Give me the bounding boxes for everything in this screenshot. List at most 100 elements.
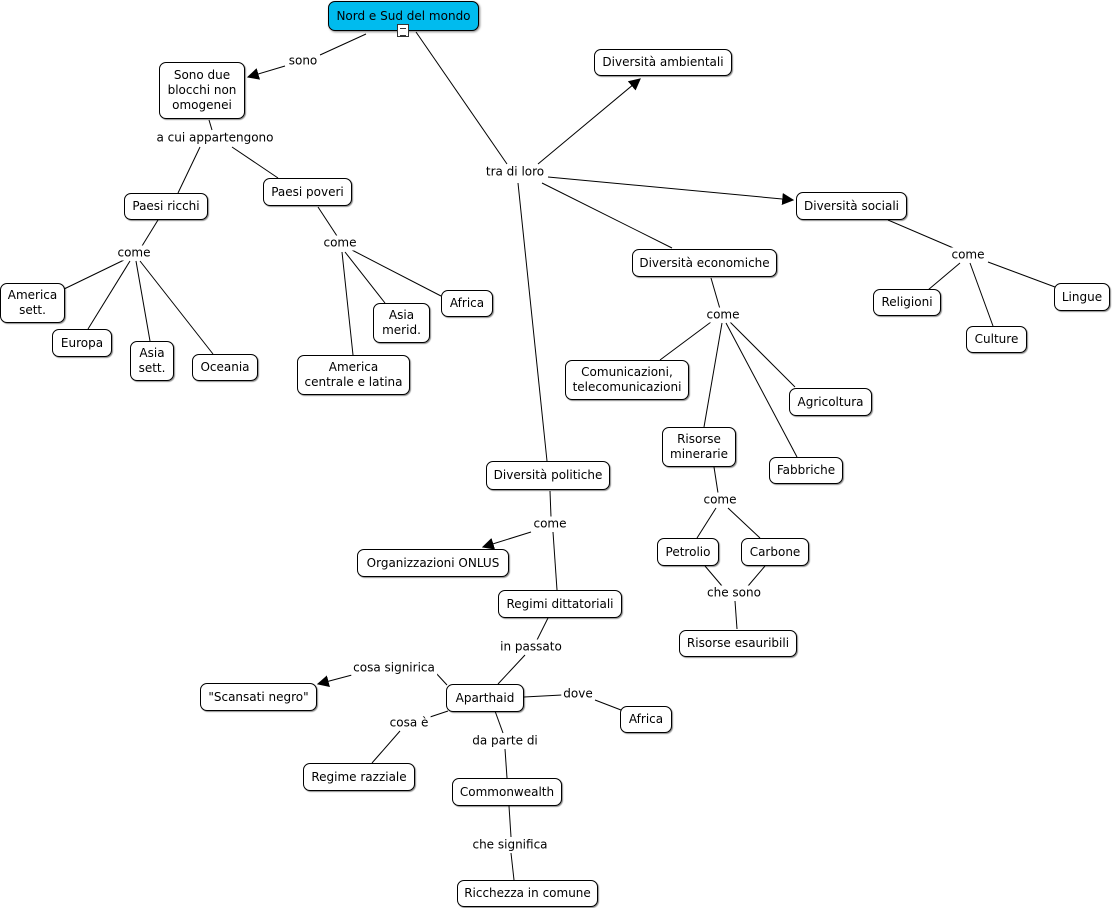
- link-chesignifica-ricchezza: [510, 852, 515, 881]
- link-chesono-esauribili: [734, 600, 738, 630]
- link-label-come-risorse: come: [701, 492, 739, 508]
- link-petrolio-chesono: [704, 565, 723, 587]
- link-label-cosa-e: cosa è: [387, 715, 431, 731]
- link-root-tradiloro: [415, 31, 508, 165]
- link-regimi-inpassato: [536, 617, 549, 641]
- link-blocchi-appartengono: [208, 119, 213, 131]
- link-aparthaid-dove: [523, 694, 563, 698]
- link-ricchi-come: [141, 219, 159, 247]
- link-come-africa1: [349, 248, 442, 297]
- link-appartengono-poveri: [231, 146, 279, 179]
- link-come-asiamerid: [344, 251, 386, 304]
- link-tradiloro-eco: [541, 182, 673, 249]
- node-america-centrale[interactable]: America centrale e latina: [297, 355, 410, 395]
- link-come-asiasett: [135, 260, 151, 342]
- node-petrolio[interactable]: Petrolio: [657, 538, 719, 566]
- node-aparthaid[interactable]: Aparthaid: [446, 684, 524, 712]
- link-come-risorse: [703, 322, 723, 428]
- link-tradiloro-pol: [517, 182, 548, 462]
- link-label-che-sono: che sono: [705, 585, 763, 601]
- node-paesi-poveri[interactable]: Paesi poveri: [263, 178, 352, 206]
- link-come-agricoltura: [729, 321, 796, 388]
- node-africa-1[interactable]: Africa: [441, 290, 493, 317]
- node-fabbriche[interactable]: Fabbriche: [769, 457, 843, 484]
- link-poveri-come: [317, 206, 338, 237]
- link-pol-come: [549, 490, 552, 518]
- link-come-fabbriche: [725, 322, 798, 458]
- link-cosae-razziale: [371, 730, 401, 764]
- link-label-da-parte-di: da parte di: [470, 733, 540, 749]
- node-diversita-politiche[interactable]: Diversità politiche: [486, 461, 610, 490]
- node-religioni[interactable]: Religioni: [873, 289, 941, 316]
- link-root-sono: [319, 33, 367, 56]
- link-label-come-soc: come: [949, 247, 987, 263]
- link-appartengono-ricchi: [177, 146, 201, 194]
- link-come-lingue: [987, 261, 1056, 288]
- node-asia-sett[interactable]: Asia sett.: [130, 341, 174, 381]
- link-aparthaid-cosae: [429, 710, 449, 718]
- link-cosasignirica-scansati: [316, 674, 353, 688]
- node-culture[interactable]: Culture: [966, 326, 1027, 353]
- node-lingue[interactable]: Lingue: [1054, 283, 1110, 311]
- node-risorse-minerarie[interactable]: Risorse minerarie: [662, 427, 736, 467]
- link-label-come-eco: come: [704, 307, 742, 323]
- link-dove-africa2: [594, 699, 622, 711]
- node-diversita-sociali[interactable]: Diversità sociali: [796, 192, 907, 220]
- link-label-dove: dove: [561, 686, 595, 702]
- node-organizzazioni-onlus[interactable]: Organizzazioni ONLUS: [357, 549, 509, 577]
- link-daparte-commonwealth: [504, 748, 508, 779]
- node-america-sett[interactable]: America sett.: [0, 283, 65, 323]
- link-come-carbone: [727, 507, 761, 539]
- link-come-regimi: [552, 531, 558, 591]
- link-tradiloro-soc: [547, 176, 795, 205]
- link-come-oceania: [139, 260, 214, 355]
- link-come-europa: [87, 260, 131, 330]
- link-come-comunicazioni: [659, 321, 712, 361]
- link-aparthaid-daparte: [494, 710, 504, 734]
- link-come-americasett: [61, 259, 125, 291]
- link-label-come-ricchi: come: [115, 245, 153, 261]
- link-risorse-come: [713, 466, 719, 494]
- link-label-che-significa: che significa: [470, 837, 550, 853]
- node-diversita-economiche[interactable]: Diversità economiche: [632, 249, 777, 277]
- link-label-sono: sono: [286, 53, 320, 69]
- node-blocchi[interactable]: Sono due blocchi non omogenei: [159, 62, 245, 119]
- node-commonwealth[interactable]: Commonwealth: [452, 778, 562, 806]
- link-come-culture: [969, 262, 994, 327]
- link-sono-blocchi: [246, 65, 286, 80]
- link-come-onlus: [481, 531, 532, 550]
- node-agricoltura[interactable]: Agricoltura: [789, 388, 872, 416]
- node-paesi-ricchi[interactable]: Paesi ricchi: [124, 193, 208, 220]
- node-oceania[interactable]: Oceania: [192, 354, 258, 381]
- node-africa-2[interactable]: Africa: [620, 706, 672, 733]
- root-node[interactable]: Nord e Sud del mondo: [328, 1, 479, 31]
- link-label-tra-di-loro: tra di loro: [483, 164, 547, 180]
- link-label-come-poveri: come: [321, 235, 359, 251]
- link-inpassato-aparthaid: [497, 654, 526, 685]
- link-label-come-pol: come: [531, 516, 569, 532]
- node-asia-merid[interactable]: Asia merid.: [373, 303, 430, 343]
- node-comunicazioni[interactable]: Comunicazioni, telecomunicazioni: [565, 360, 689, 400]
- link-carbone-chesono: [747, 565, 766, 587]
- node-carbone[interactable]: Carbone: [741, 538, 809, 566]
- link-tradiloro-amb: [537, 78, 641, 165]
- link-eco-come: [710, 277, 721, 310]
- node-risorse-esauribili[interactable]: Risorse esauribili: [679, 630, 797, 657]
- node-europa[interactable]: Europa: [52, 329, 112, 357]
- link-label-in-passato: in passato: [498, 639, 564, 655]
- link-aparthaid-cosasignirica: [434, 671, 448, 686]
- link-label-cosa-signirica: cosa signirica: [351, 660, 437, 676]
- link-come-religioni: [927, 262, 961, 291]
- node-scansati-negro[interactable]: "Scansati negro": [200, 683, 317, 711]
- node-ricchezza-in-comune[interactable]: Ricchezza in comune: [457, 880, 598, 907]
- node-regime-razziale[interactable]: Regime razziale: [303, 763, 415, 791]
- link-soc-come: [887, 219, 959, 251]
- node-regimi-dittatoriali[interactable]: Regimi dittatoriali: [498, 590, 622, 618]
- link-come-americacentrale: [341, 251, 354, 356]
- link-come-petrolio: [696, 507, 717, 539]
- document-icon[interactable]: [397, 24, 409, 37]
- node-diversita-ambientali[interactable]: Diversità ambientali: [594, 49, 732, 76]
- link-label-appartengono: a cui appartengono: [154, 130, 276, 146]
- link-commonwealth-chesignifica: [508, 805, 512, 838]
